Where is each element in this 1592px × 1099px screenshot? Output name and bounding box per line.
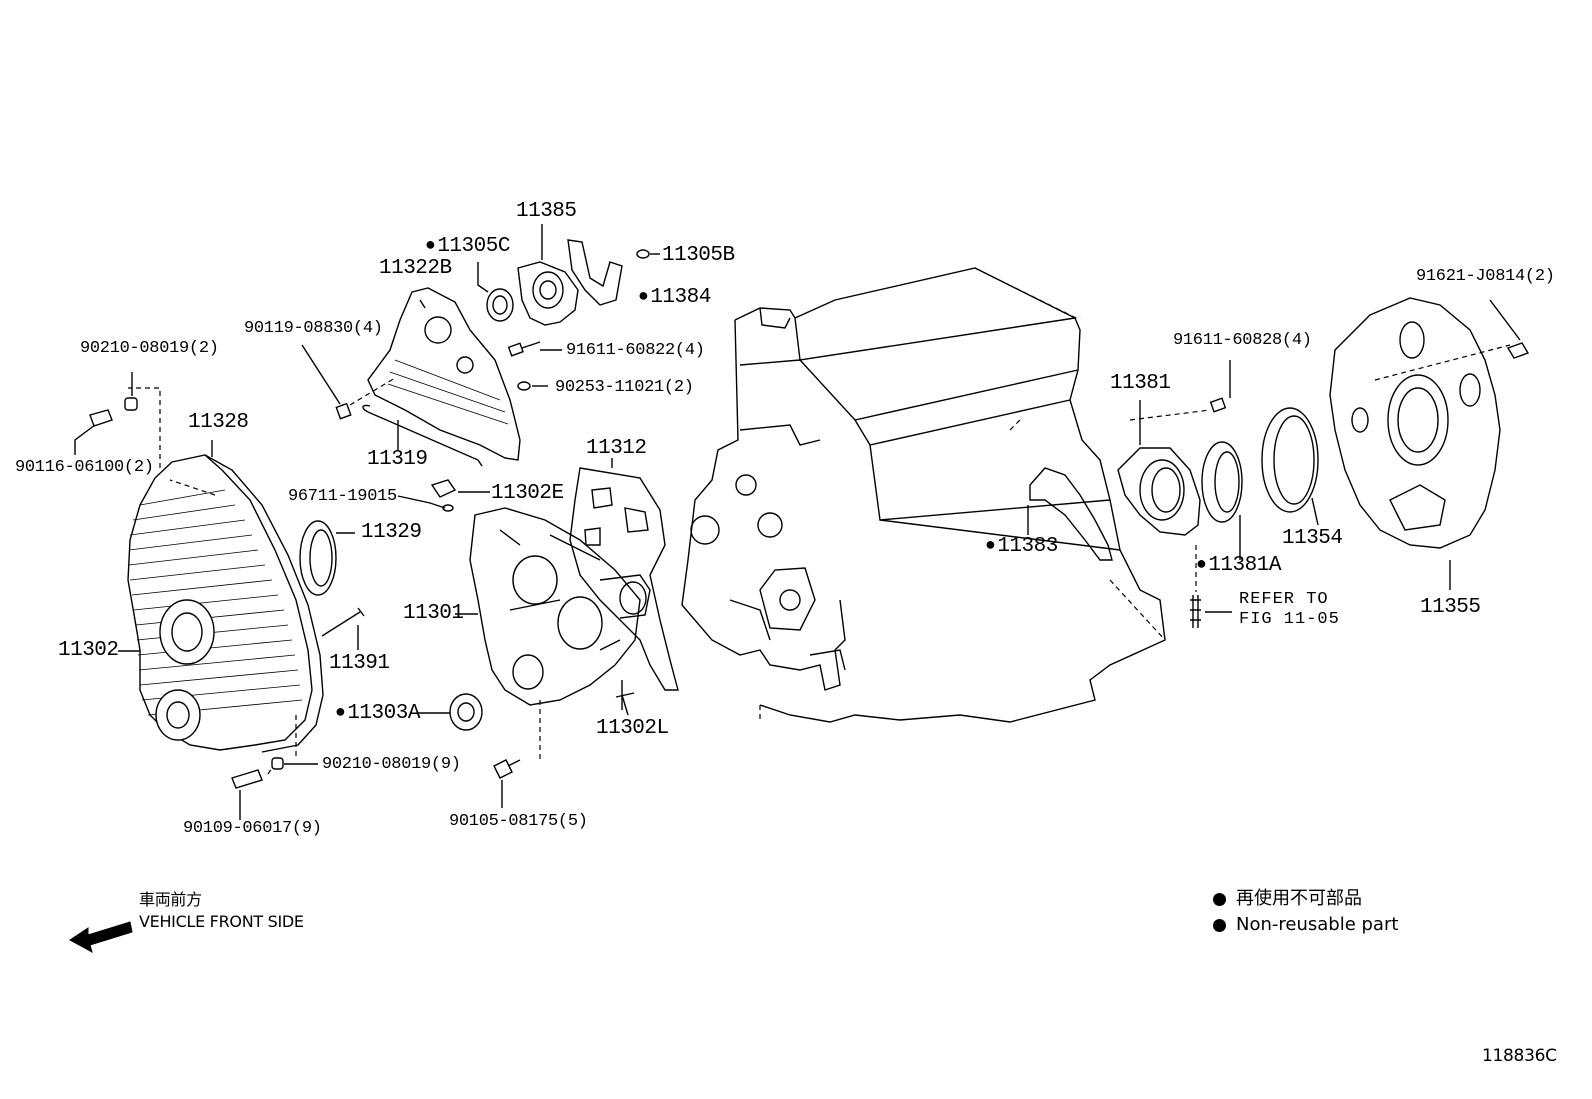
non-reusable-dot-icon — [1213, 892, 1226, 906]
label-11385: 11385 — [516, 200, 577, 223]
legend-row-jp: 再使用不可部品 — [1213, 886, 1398, 912]
part-11305C-drawing — [477, 262, 514, 322]
label-90253: 90253-11021(2) — [555, 378, 694, 397]
label-11355: 11355 — [1420, 596, 1481, 619]
label-90109: 90109-06017(9) — [183, 819, 322, 838]
part-91621-drawing — [1489, 299, 1530, 359]
label-11391: 11391 — [329, 652, 390, 675]
part-11303A-drawing — [418, 693, 483, 731]
label-11302: 11302 — [58, 639, 119, 662]
label-11329: 11329 — [361, 521, 422, 544]
part-11383-drawing — [1027, 467, 1113, 561]
engine-block-outline — [681, 267, 1166, 723]
label-11302E: 11302E — [491, 482, 564, 505]
part-90210a-90116-drawing — [74, 372, 138, 455]
figure-code: 118836C — [1482, 1046, 1557, 1066]
label-11305B: 11305B — [662, 244, 735, 267]
label-96711: 96711-19015 — [288, 487, 397, 506]
part-11301-drawing — [455, 507, 651, 760]
part-90105-drawing — [493, 759, 521, 808]
part-11312-drawing — [569, 458, 679, 691]
part-11381-drawing — [1117, 400, 1211, 536]
part-11302L-drawing — [615, 680, 635, 716]
label-11381: 11381 — [1110, 372, 1171, 395]
vehicle-front-arrow-icon — [69, 921, 133, 954]
label-11319: 11319 — [367, 448, 428, 471]
direction-label-en: VEHICLE FRONT SIDE — [139, 912, 304, 931]
part-90119-drawing — [301, 344, 396, 420]
part-11385-drawing — [517, 224, 579, 326]
part-11305B-drawing — [636, 249, 650, 259]
part-91611a-drawing — [507, 341, 562, 357]
part-11391-drawing — [321, 607, 365, 650]
part-11322B-drawing — [367, 287, 521, 461]
label-91611b: 91611-60828(4) — [1173, 331, 1312, 350]
label-11303A: 11303A — [335, 703, 420, 725]
label-91611a: 91611-60822(4) — [566, 341, 705, 360]
part-90210b-90109-drawing — [231, 757, 318, 820]
part-11355-drawing — [1329, 297, 1511, 590]
non-reusable-dot-icon — [1213, 918, 1226, 932]
label-90116: 90116-06100(2) — [15, 458, 154, 477]
label-11384: 11384 — [638, 287, 711, 309]
legend-text-en: Non-reusable part — [1236, 914, 1399, 935]
label-11302L: 11302L — [596, 717, 669, 740]
label-91621: 91621-J0814(2) — [1416, 267, 1555, 286]
label-11383: 11383 — [985, 536, 1058, 558]
legend-text-jp: 再使用不可部品 — [1236, 888, 1362, 909]
label-90210b: 90210-08019(9) — [322, 755, 461, 774]
part-11329-drawing — [299, 520, 355, 596]
part-11302-drawing — [118, 387, 324, 760]
label-11322B: 11322B — [379, 257, 452, 280]
part-11319-drawing — [362, 404, 483, 467]
part-90253-drawing — [517, 381, 531, 391]
label-90210a: 90210-08019(2) — [80, 339, 219, 358]
direction-label-jp: 車両前方 — [139, 890, 202, 909]
label-11312: 11312 — [586, 437, 647, 460]
label-11301: 11301 — [403, 602, 464, 625]
refer-note-line1: REFER TO — [1239, 590, 1329, 609]
label-11328: 11328 — [188, 411, 249, 434]
part-11354-drawing — [1261, 407, 1319, 526]
legend: 再使用不可部品 Non-reusable part — [1213, 886, 1398, 938]
label-90119: 90119-08830(4) — [244, 319, 383, 338]
stud-refer-drawing — [1190, 545, 1232, 628]
label-11381A: 11381A — [1196, 555, 1281, 577]
refer-note-line2: FIG 11-05 — [1239, 610, 1340, 629]
part-11381A-drawing — [1201, 441, 1243, 560]
part-91611b-drawing — [1209, 360, 1231, 413]
part-11302E-drawing — [397, 479, 490, 512]
legend-row-en: Non-reusable part — [1213, 912, 1398, 938]
label-11305C: 11305C — [425, 236, 510, 258]
label-90105: 90105-08175(5) — [449, 812, 588, 831]
part-11384-drawing — [567, 239, 623, 306]
label-11354: 11354 — [1282, 527, 1343, 550]
